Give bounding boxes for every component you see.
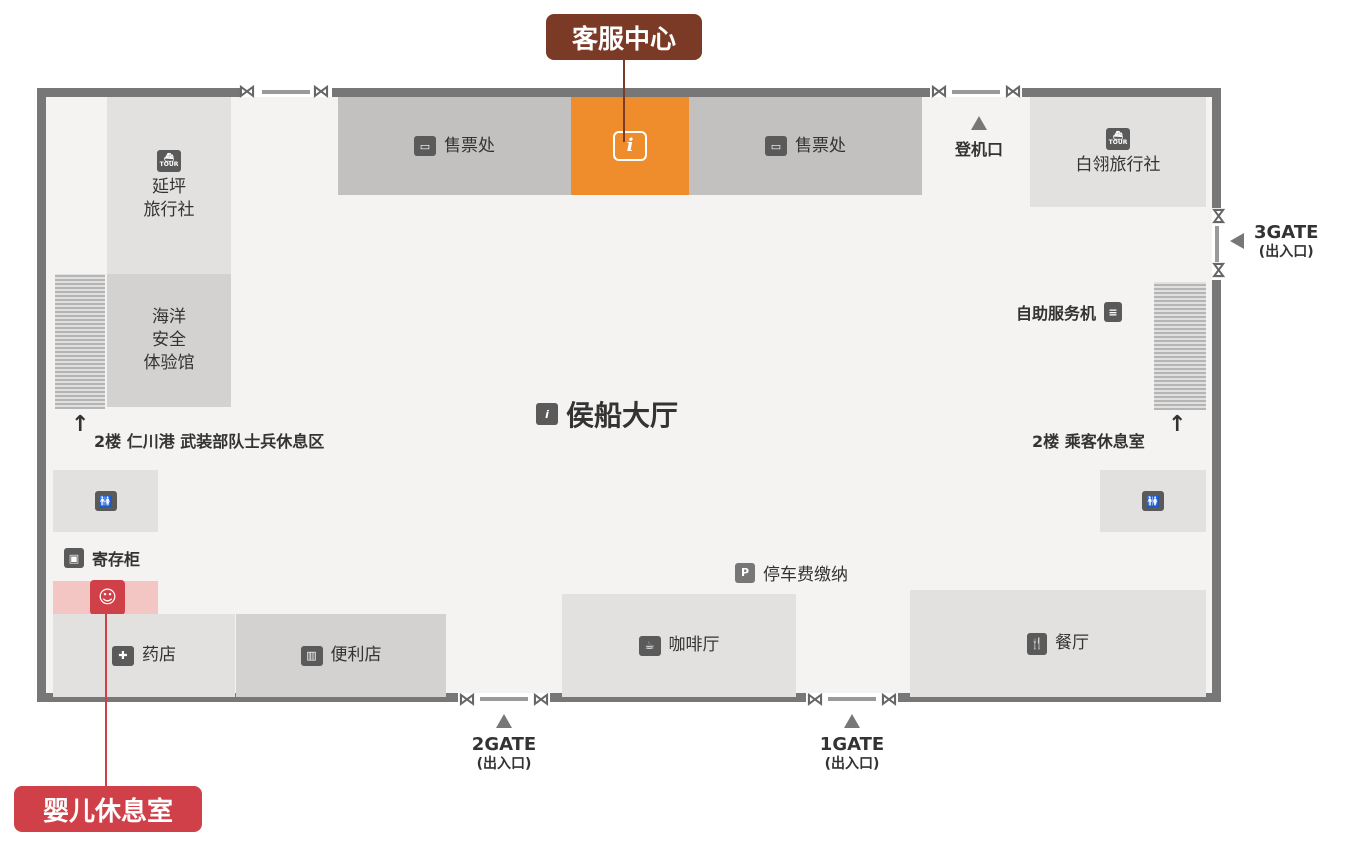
- ocean-label-2: 安全: [152, 330, 186, 351]
- door-icon: ⋈: [1208, 207, 1229, 225]
- up-arrow-icon: ↑: [1168, 412, 1187, 437]
- fork-knife-icon: 🍴: [1027, 632, 1047, 655]
- gate-3-label: 3GATE: [1254, 222, 1319, 243]
- parking-label: 停车费缴纳: [763, 565, 848, 585]
- door-icon: ⋈: [238, 81, 256, 102]
- gate-1-label: 1GATE: [819, 734, 885, 755]
- convenience-label: 便利店: [330, 645, 382, 666]
- info-icon: i: [613, 131, 647, 161]
- gate-2-label: 2GATE: [471, 734, 537, 755]
- convenience-store-icon: ▥: [300, 645, 323, 666]
- yeonpyeong-label-1: 延坪: [152, 176, 186, 197]
- gate-1-sublabel: (出入口): [824, 755, 880, 772]
- second-floor-right-label: 2楼 乘客休息室: [1032, 432, 1145, 451]
- restaurant[interactable]: 🍴 餐厅: [910, 590, 1206, 697]
- baekryeong-travel-agency[interactable]: ⛴TOUR 白翎旅行社: [1030, 97, 1206, 207]
- gate-3-text: 3GATE (出入口): [1254, 222, 1318, 260]
- door-icon: ⋈: [312, 81, 330, 102]
- door-bar: [952, 90, 1000, 94]
- coffee-icon: ☕: [638, 635, 661, 656]
- restroom-icon: 🚻: [1142, 491, 1164, 511]
- door-bar: [1215, 226, 1219, 262]
- up-arrow-icon: [971, 116, 987, 130]
- door-bar: [262, 90, 310, 94]
- yeonpyeong-label-2: 旅行社: [143, 199, 195, 220]
- door-icon: ⋈: [1004, 81, 1022, 102]
- door-icon: ⋈: [880, 689, 898, 710]
- gate-2-sublabel: (出入口): [476, 755, 532, 772]
- self-service-kiosk[interactable]: 自助服务机 ≡: [1016, 300, 1123, 324]
- ocean-label-3: 体验馆: [143, 352, 195, 373]
- main-hall-label: 侯船大厅: [566, 399, 679, 432]
- pharmacy-icon: ✚: [112, 645, 134, 666]
- restaurant-label: 餐厅: [1055, 633, 1089, 654]
- restroom-right[interactable]: 🚻: [1100, 470, 1206, 532]
- door-icon: ⋈: [806, 689, 824, 710]
- info-desk[interactable]: i: [571, 97, 689, 195]
- ocean-safety-hall[interactable]: 海洋 安全 体验馆: [107, 274, 231, 407]
- baby-room-leader-line: [105, 614, 107, 788]
- luggage-icon: ▣: [64, 548, 84, 568]
- door-bar: [828, 697, 876, 701]
- door-icon: ⋈: [1208, 261, 1229, 279]
- escalator-left: [55, 274, 105, 409]
- gate-1[interactable]: 1GATE (出入口): [812, 714, 892, 772]
- up-arrow-icon: [844, 714, 860, 728]
- document-icon: ≡: [1104, 302, 1123, 322]
- service-center-leader-line: [623, 60, 625, 142]
- door-icon: ⋈: [532, 689, 550, 710]
- baby-room-callout: 婴儿休息室: [14, 786, 202, 832]
- escalator-right: [1154, 282, 1206, 410]
- restroom-left[interactable]: 🚻: [53, 470, 158, 532]
- tour-boat-icon: ⛴TOUR: [157, 149, 181, 172]
- door-bar: [480, 697, 528, 701]
- boarding-gate[interactable]: 登机口: [944, 116, 1014, 160]
- cafe[interactable]: ☕ 咖啡厅: [562, 594, 796, 697]
- ticket-office-left[interactable]: ▭ 售票处: [338, 97, 571, 195]
- main-hall: i 侯船大厅: [536, 394, 678, 434]
- boarding-gate-label: 登机口: [954, 140, 1003, 159]
- left-arrow-icon: [1230, 233, 1244, 250]
- ticket-office-left-label: 售票处: [444, 135, 495, 156]
- pharmacy[interactable]: ✚ 药店: [53, 614, 235, 697]
- up-arrow-icon: [496, 714, 512, 728]
- door-icon: ⋈: [930, 81, 948, 102]
- locker-label: 寄存柜: [92, 550, 141, 569]
- convenience-store[interactable]: ▥ 便利店: [236, 614, 446, 697]
- baekryeong-label: 白翎旅行社: [1075, 154, 1161, 175]
- cafe-label: 咖啡厅: [668, 635, 720, 656]
- service-center-callout: 客服中心: [546, 14, 702, 60]
- tour-boat-icon: ⛴TOUR: [1106, 127, 1130, 150]
- gate-3-sublabel: (出入口): [1258, 243, 1314, 260]
- up-arrow-icon: ↑: [71, 412, 90, 437]
- gate-3[interactable]: 3GATE (出入口): [1230, 222, 1318, 260]
- restroom-icon: 🚻: [94, 491, 117, 511]
- door-icon: ⋈: [458, 689, 476, 710]
- ocean-label-1: 海洋: [152, 307, 186, 328]
- kiosk-label: 自助服务机: [1016, 304, 1097, 323]
- parking-payment[interactable]: P 停车费缴纳: [735, 560, 848, 585]
- second-floor-left-label: 2楼 仁川港 武装部队士兵休息区: [94, 432, 325, 451]
- baby-icon: ☺: [90, 580, 125, 615]
- parking-icon: P: [735, 562, 755, 583]
- yeonpyeong-travel-agency[interactable]: ⛴TOUR 延坪 旅行社: [107, 97, 231, 274]
- info-icon: i: [536, 403, 558, 425]
- ticket-office-right-label: 售票处: [795, 135, 846, 156]
- pharmacy-label: 药店: [142, 645, 176, 666]
- ticket-icon: ▭: [765, 136, 787, 156]
- ticket-icon: ▭: [414, 136, 436, 156]
- gate-2[interactable]: 2GATE (出入口): [464, 714, 544, 772]
- locker[interactable]: ▣ 寄存柜: [64, 546, 140, 570]
- ticket-office-right[interactable]: ▭ 售票处: [689, 97, 922, 195]
